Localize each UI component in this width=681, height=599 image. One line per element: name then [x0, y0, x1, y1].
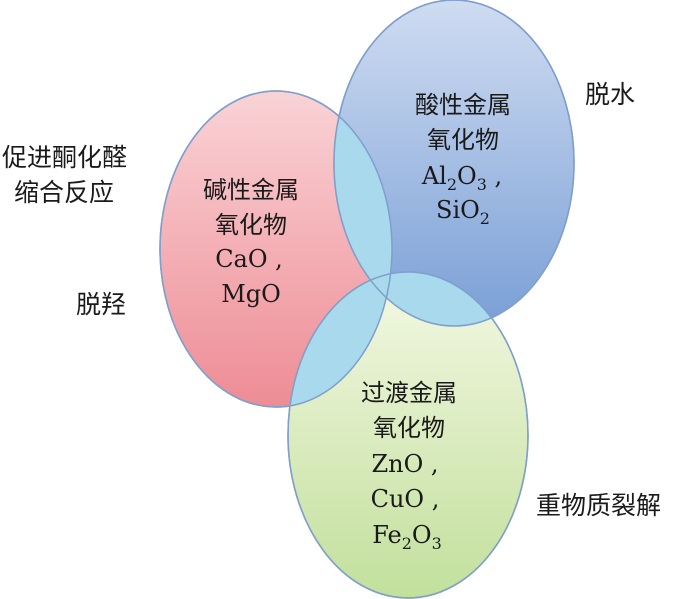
label-condensation-line2: 缩合反应	[14, 178, 114, 207]
basic-title: 碱性金属	[203, 176, 299, 204]
transition-title-2: 氧化物	[373, 414, 445, 442]
label-dehydration: 脱水	[585, 80, 635, 109]
transition-oxide-text: 过渡金属 氧化物 ZnO , CuO , Fe2O3	[361, 379, 457, 553]
overlap-regions	[288, 91, 528, 407]
label-heavy-cracking: 重物质裂解	[536, 491, 661, 520]
label-condensation-line1: 促进酮化醛	[2, 143, 127, 172]
basic-item-cao: CaO ,	[215, 245, 283, 273]
basic-item-mgo: MgO	[221, 280, 281, 308]
acidic-item-sio2: SiO2	[436, 196, 490, 228]
overlap-basic-transition	[288, 272, 392, 407]
transition-item-fe2o3: Fe2O3	[372, 521, 442, 553]
acidic-item-al2o3: Al2O3 ,	[421, 162, 502, 194]
transition-item-cuo: CuO ,	[371, 485, 440, 513]
circle-outlines	[159, 0, 575, 599]
basic-title-2: 氧化物	[215, 211, 287, 239]
label-dehydroxylation: 脱羟	[76, 290, 126, 319]
acidic-title-2: 氧化物	[427, 126, 499, 154]
transition-title: 过渡金属	[361, 379, 457, 407]
acidic-oxide-text: 酸性金属 氧化物 Al2O3 , SiO2	[415, 91, 511, 228]
transition-item-zno: ZnO ,	[371, 450, 438, 478]
acidic-title: 酸性金属	[415, 91, 511, 119]
basic-oxide-text: 碱性金属 氧化物 CaO , MgO	[203, 176, 299, 308]
